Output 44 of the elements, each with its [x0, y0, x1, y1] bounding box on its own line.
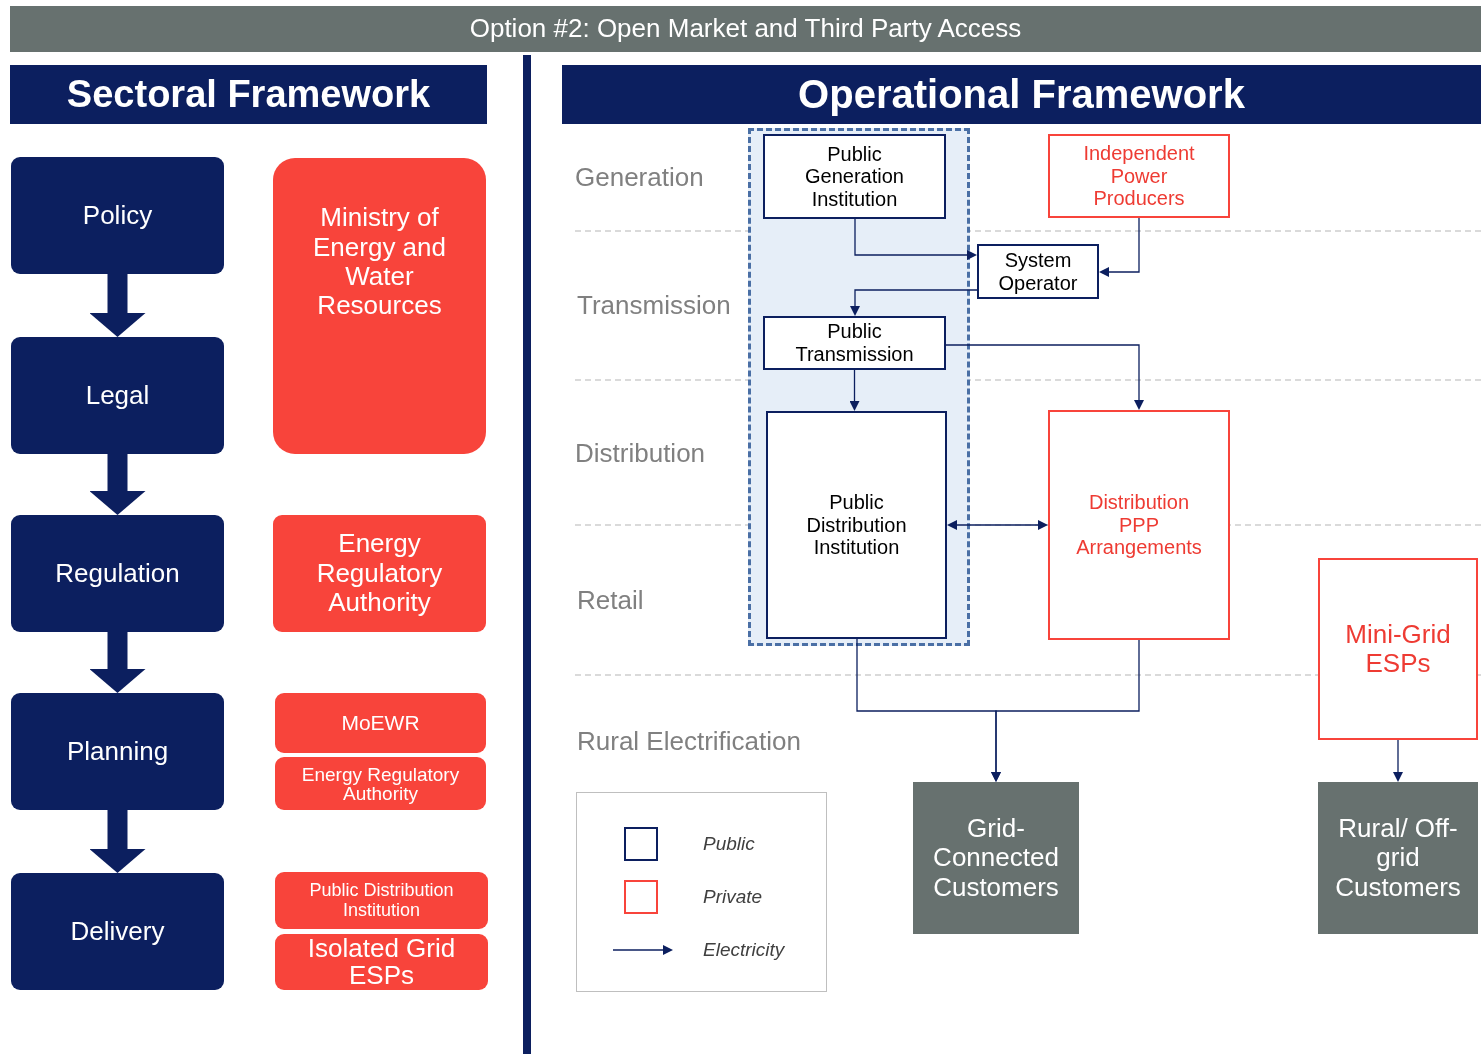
authority-box: MoEWR	[275, 693, 486, 753]
authority-box: Public Distribution Institution	[275, 872, 488, 929]
stage-box: Delivery	[11, 873, 224, 990]
band-label: Distribution	[575, 436, 707, 470]
legend-text: Private	[703, 885, 763, 909]
authority-box: Energy Regulatory Authority	[275, 757, 486, 810]
arrow	[945, 344, 1144, 410]
arrow	[849, 369, 860, 411]
down-arrow	[89, 810, 146, 873]
public-entity-box: Public Distribution Institution	[766, 411, 947, 639]
section-header: Sectoral Framework	[10, 65, 487, 124]
arrow	[854, 218, 977, 260]
stage-box: Planning	[11, 693, 224, 810]
band-label: Retail	[577, 583, 645, 617]
stage-box: Legal	[11, 337, 224, 454]
title-bar: Option #2: Open Market and Third Party Access	[10, 6, 1481, 52]
public-entity-box: Public Generation Institution	[763, 134, 946, 219]
double-arrow	[947, 520, 1048, 530]
section-header: Operational Framework	[562, 65, 1481, 124]
arrow	[1393, 739, 1403, 782]
legend-text: Electricity	[703, 938, 785, 962]
band-label: Rural Electrification	[577, 724, 802, 758]
public-group-box	[748, 128, 970, 646]
band-label: Generation	[575, 160, 705, 194]
down-arrow	[89, 632, 146, 693]
stage-box: Regulation	[11, 515, 224, 632]
customer-box: Grid-Connected Customers	[913, 782, 1079, 934]
authority-box: Energy Regulatory Authority	[273, 515, 486, 632]
public-entity-box: Public Transmission	[763, 316, 946, 370]
private-entity-box: Mini-Grid ESPs	[1318, 558, 1478, 740]
stage-box: Policy	[11, 157, 224, 274]
private-entity-box: Distribution PPP Arrangements	[1048, 410, 1230, 640]
band-label: Transmission	[577, 288, 732, 322]
authority-box: Isolated Grid ESPs	[275, 934, 488, 990]
customer-box: Rural/ Off-grid Customers	[1318, 782, 1478, 934]
authority-box: Ministry of Energy and Water Resources	[273, 158, 486, 454]
arrow	[991, 639, 1140, 782]
private-entity-box: Independent Power Producers	[1048, 134, 1230, 218]
arrow	[850, 289, 978, 316]
legend-text: Public	[703, 832, 755, 856]
down-arrow	[89, 274, 146, 337]
down-arrow	[89, 454, 146, 515]
arrow	[1099, 217, 1140, 277]
public-entity-box: System Operator	[977, 244, 1099, 299]
